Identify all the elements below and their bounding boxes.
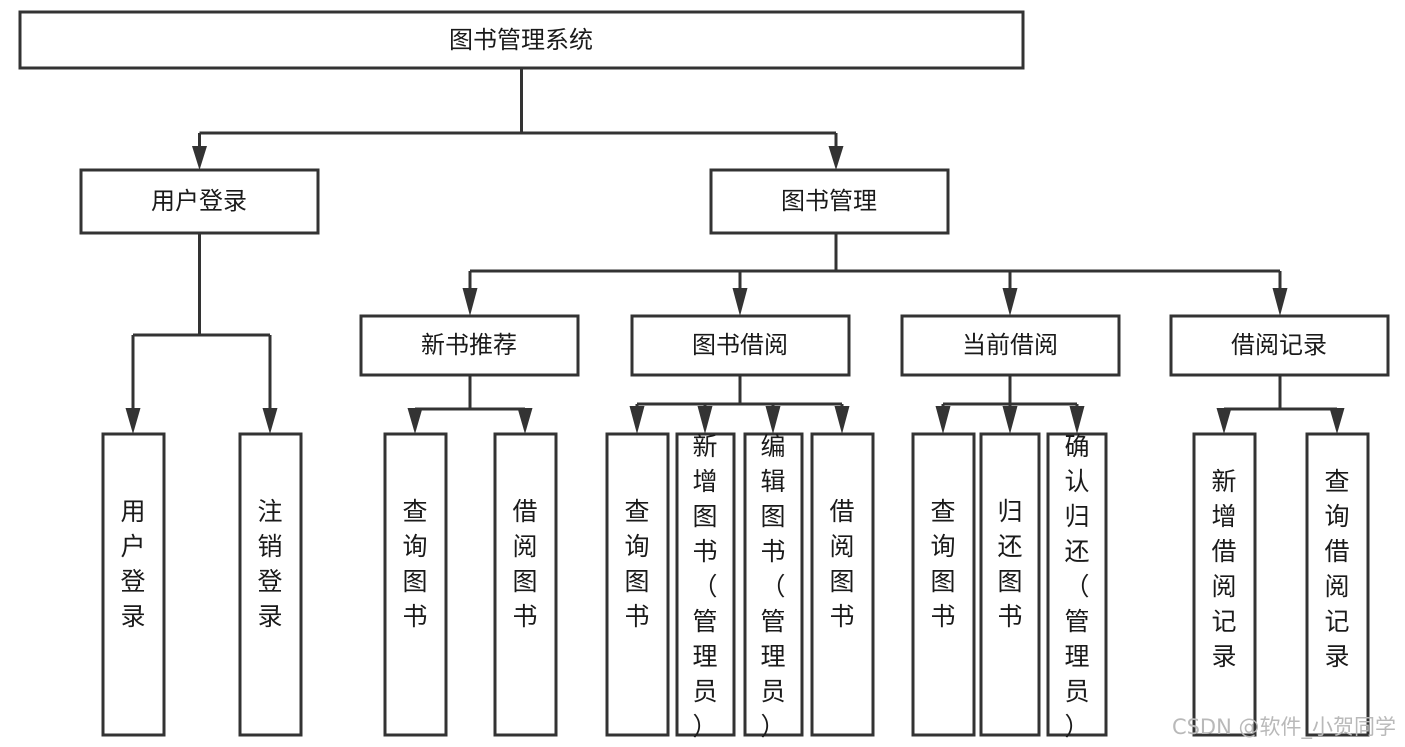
node-root[interactable]: 图书管理系统 [18,10,1025,70]
leaf-node-user-login-signin[interactable]: 用户登录 [101,432,166,737]
node-book-borrow-label: 图书借阅 [692,331,788,359]
node-borrow-record-label: 借阅记录 [1231,331,1327,359]
arrow-head-icon [1272,288,1288,316]
leaf-label-vertical: 查询借阅记录 [1324,467,1349,671]
leaf-label-vertical: 归还图书 [997,497,1022,631]
arrow-head-icon [765,406,781,434]
node-root-label: 图书管理系统 [449,26,593,54]
leaf-label-vertical: 新增图书（管理员） [692,432,717,741]
arrow-head-icon [125,408,141,434]
leaf-node-bookborrow-edit[interactable]: 编辑图书（管理员） [743,432,804,741]
arrow-head-icon [828,146,844,170]
arrow-head-icon [732,288,748,316]
leaf-node-currentborrow-return[interactable]: 归还图书 [979,432,1041,737]
arrow-head-icon [462,288,478,316]
leaf-label-vertical: 确认归还（管理员） [1064,432,1089,741]
arrow-head-icon [1069,406,1085,434]
node-book-borrow[interactable]: 图书借阅 [630,314,851,377]
leaf-node-currentborrow-query[interactable]: 查询图书 [911,432,976,737]
leaf-label-vertical: 新增借阅记录 [1211,467,1236,671]
leaf-node-bookborrow-borrow[interactable]: 借阅图书 [810,432,875,737]
node-user-login-label: 用户登录 [151,187,247,215]
leaf-label-vertical: 注销登录 [257,497,282,631]
leaf-label-vertical: 查询图书 [402,497,427,631]
leaf-node-bookborrow-query[interactable]: 查询图书 [605,432,670,737]
arrow-head-icon [1216,408,1232,434]
node-user-login[interactable]: 用户登录 [79,168,320,235]
arrow-head-icon [517,408,533,434]
leaf-label-vertical: 用户登录 [120,497,145,631]
arrow-head-icon [935,406,951,434]
leaf-node-newbook-query[interactable]: 查询图书 [383,432,448,737]
arrow-head-icon [1002,288,1018,316]
node-current-borrow-label: 当前借阅 [962,331,1058,359]
node-borrow-record[interactable]: 借阅记录 [1169,314,1390,377]
arrow-head-icon [629,406,645,434]
arrow-head-icon [192,146,207,170]
leaf-label-vertical: 编辑图书（管理员） [760,432,785,741]
node-current-borrow[interactable]: 当前借阅 [900,314,1121,377]
csdn-watermark: CSDN @软件_小贺同学 [1172,715,1396,740]
leaf-node-currentborrow-confirm[interactable]: 确认归还（管理员） [1046,432,1108,741]
node-new-book-recommend-label: 新书推荐 [421,331,517,359]
leaf-node-record-query[interactable]: 查询借阅记录 [1305,432,1370,737]
node-book-management-label: 图书管理 [781,187,877,215]
node-book-management[interactable]: 图书管理 [709,168,950,235]
arrow-head-icon [834,406,850,434]
arrow-head-icon [407,408,423,434]
leaf-node-bookborrow-add[interactable]: 新增图书（管理员） [675,432,736,741]
arrow-head-icon [1329,408,1345,434]
arrow-head-icon [697,406,713,434]
arrow-head-icon [1002,406,1018,434]
node-new-book-recommend[interactable]: 新书推荐 [359,314,580,377]
connector-layer [125,68,1345,434]
leaf-node-record-add[interactable]: 新增借阅记录 [1192,432,1257,737]
leaf-node-newbook-borrow[interactable]: 借阅图书 [493,432,558,737]
leaf-label-vertical: 查询图书 [624,497,649,631]
leaf-label-vertical: 借阅图书 [512,497,537,631]
arrow-head-icon [262,408,278,434]
leaf-label-vertical: 查询图书 [930,497,955,631]
leaf-label-vertical: 借阅图书 [829,497,854,631]
leaf-node-user-login-signout[interactable]: 注销登录 [238,432,303,737]
